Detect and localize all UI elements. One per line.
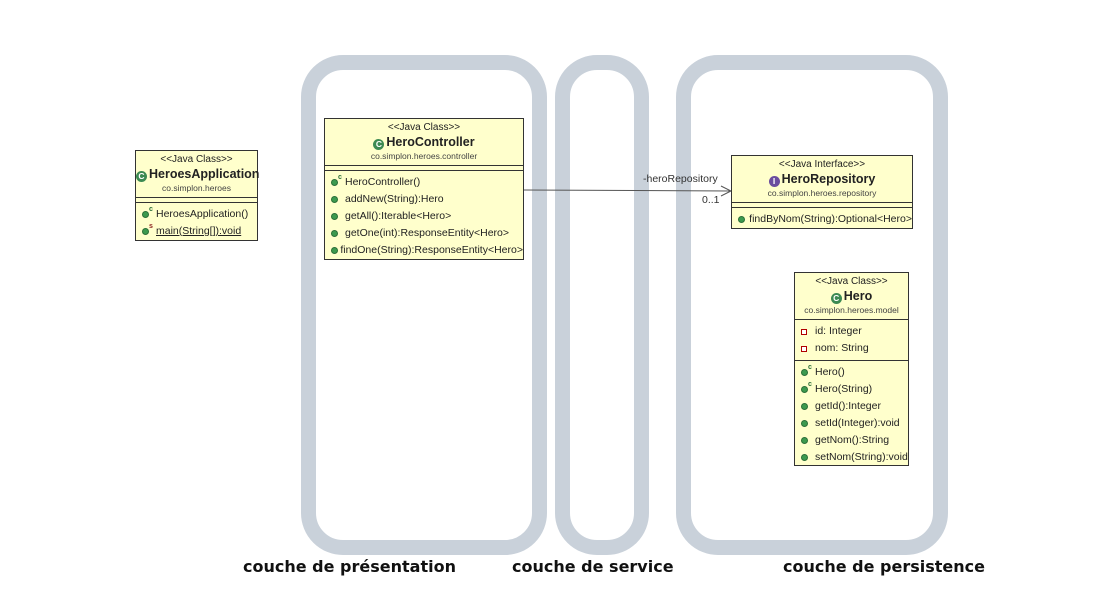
public-method-icon [331,213,338,220]
method-row: findByNom(String):Optional<Hero> [732,211,912,228]
method-text: main(String[]):void [156,225,242,237]
constructor-icon: c [801,381,812,393]
class-icon: C [830,293,842,304]
fields-section [136,198,257,203]
field-text: nom: String [815,342,869,354]
methods-section: findByNom(String):Optional<Hero> [732,208,912,231]
method-row: getOne(int):ResponseEntity<Hero> [325,225,523,242]
package-name: co.simplon.heroes [162,183,231,193]
package-name: co.simplon.heroes.repository [767,188,877,198]
service-layer-label: couche de service [512,557,674,576]
persistence-layer-label: couche de persistence [783,557,985,576]
association-multiplicity-label: 0..1 [702,194,720,206]
class-name-text: HeroesApplication [149,167,260,181]
class-name-text: HeroRepository [781,172,876,186]
method-text: getOne(int):ResponseEntity<Hero> [345,227,510,239]
public-method-icon [801,454,808,461]
public-method-icon [801,420,808,427]
method-row: getId():Integer [795,398,908,415]
method-row: setId(Integer):void [795,415,908,432]
constructor-icon: c [331,174,342,186]
public-method-icon [801,437,808,444]
fields-section [732,203,912,208]
method-text: Hero(String) [815,383,873,395]
constructor-icon: c [142,206,153,218]
public-method-icon [331,247,338,254]
method-row: getNom():String [795,432,908,449]
public-method-icon [801,403,808,410]
interface-icon: I [768,176,780,187]
fields-section [325,166,523,171]
constructor-icon: c [801,364,812,376]
fields-section: id: Integer nom: String [795,320,908,361]
method-text: findOne(String):ResponseEntity<Hero> [340,244,523,256]
field-row: id: Integer [795,323,908,340]
method-text: HeroesApplication() [156,208,249,220]
field-row: nom: String [795,340,908,357]
stereotype: <<Java Class>> [160,154,233,165]
public-method-icon [331,230,338,237]
class-icon: C [136,171,147,182]
presentation-layer-label: couche de présentation [243,557,456,576]
class-name-text: HeroController [386,135,475,149]
public-method-icon [738,216,745,223]
method-row: setNom(String):void [795,449,908,466]
stereotype: <<Java Class>> [387,122,461,133]
method-row: getAll():Iterable<Hero> [325,208,523,225]
service-layer-frame [555,55,649,555]
stereotype: <<Java Interface>> [778,159,866,170]
method-text: findByNom(String):Optional<Hero> [749,213,912,225]
package-name: co.simplon.heroes.controller [370,151,478,161]
method-text: getId():Integer [815,400,881,412]
method-text: getAll():Iterable<Hero> [345,210,452,222]
class-name-text: Hero [843,289,873,303]
static-method-icon: s [142,223,153,235]
association-line [523,189,732,192]
method-text: Hero() [815,366,845,378]
method-text: setNom(String):void [815,451,908,463]
package-name: co.simplon.heroes.model [804,305,899,315]
public-method-icon [331,196,338,203]
class-icon: C [373,139,385,150]
method-text: addNew(String):Hero [345,193,444,205]
method-row: findOne(String):ResponseEntity<Hero> [325,242,523,259]
private-field-icon [801,328,807,335]
method-row: addNew(String):Hero [325,191,523,208]
method-text: getNom():String [815,434,890,446]
field-text: id: Integer [815,325,862,337]
method-text: setId(Integer):void [815,417,900,429]
association-role-label: -heroRepository [643,173,718,185]
method-text: HeroController() [345,176,421,188]
private-field-icon [801,345,807,352]
stereotype: <<Java Class>> [815,276,888,287]
